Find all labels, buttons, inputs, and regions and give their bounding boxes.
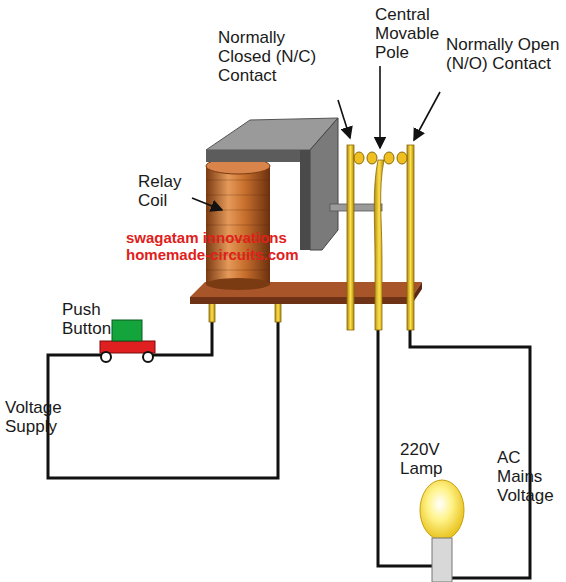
button-terminal [101, 352, 111, 362]
contact-label: Normally Open (N/O) Contact [446, 35, 562, 73]
contact-point [354, 152, 364, 164]
button-terminal [143, 352, 153, 362]
coil-bottom [206, 278, 270, 290]
relay-contacts [347, 145, 414, 330]
yoke-inner [300, 150, 310, 250]
contact-label: Central Movable Pole [375, 5, 451, 62]
supply-label: AC Mains Voltage [497, 448, 565, 505]
contact-label: Normally Closed (N/C) Contact [218, 28, 326, 85]
wire [48, 318, 530, 578]
watermark: swagatam innovations [126, 229, 287, 246]
lamp-label: 220V Lamp [400, 440, 452, 478]
watermark: homemade-circuits.com [126, 246, 299, 263]
yoke-side [310, 118, 338, 250]
nc-contact [347, 145, 354, 330]
push-button-cap [112, 320, 142, 341]
component-label: Push Button [62, 300, 132, 338]
contact-point [367, 152, 377, 164]
coil-label: Relay Coil [138, 172, 194, 210]
contact-point [384, 152, 394, 164]
yoke-front [206, 150, 310, 162]
supply-label: Voltage Supply [5, 398, 77, 436]
relay-coil [206, 166, 270, 284]
lamp-bulb [420, 480, 464, 540]
movable-pole [374, 160, 384, 330]
leader-line [192, 66, 440, 210]
lamp-base [432, 538, 452, 582]
contact-point [397, 152, 407, 164]
no-contact [407, 145, 414, 330]
